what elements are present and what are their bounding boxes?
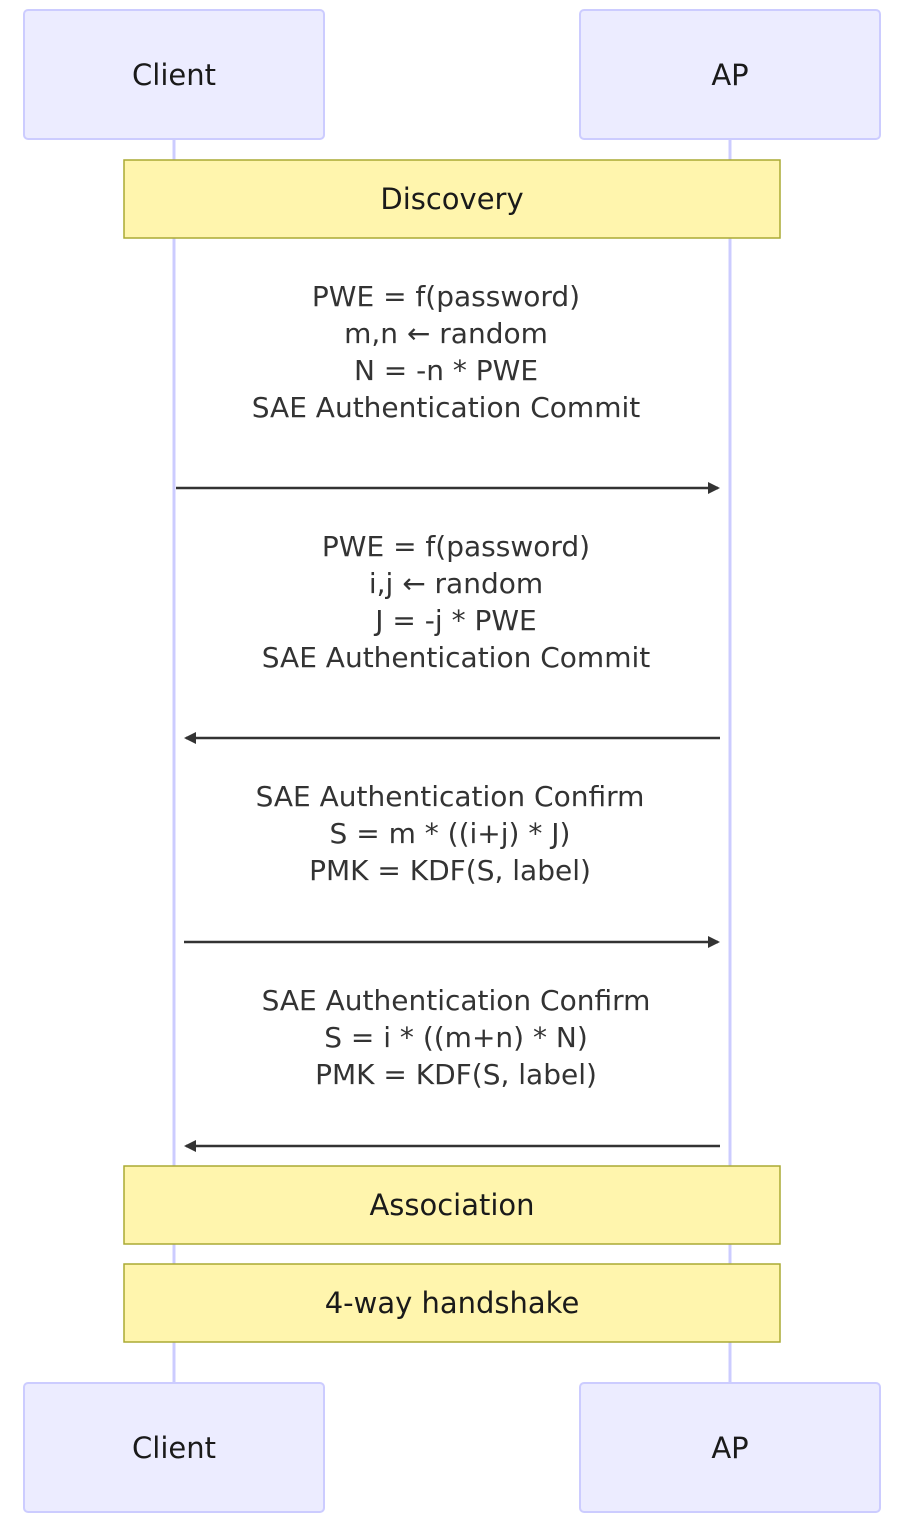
note-association: Association (123, 1165, 781, 1245)
note-association-label: Association (369, 1188, 534, 1222)
message-label-4: SAE Authentication Confirm S = i * ((m+n… (6, 982, 900, 1093)
message-2-line-3: J = -j * PWE (375, 604, 537, 637)
note-handshake: 4-way handshake (123, 1263, 781, 1343)
message-1-line-1: PWE = f(password) (311, 280, 581, 313)
participant-client-label: Client (132, 58, 216, 92)
participant-ap-label: AP (711, 1431, 748, 1465)
message-1-line-4: SAE Authentication Commit (251, 391, 641, 424)
note-discovery: Discovery (123, 159, 781, 239)
participant-ap-bottom: AP (579, 1382, 881, 1513)
note-handshake-label: 4-way handshake (325, 1286, 580, 1320)
message-label-2: PWE = f(password) i,j ← random J = -j * … (6, 528, 900, 676)
message-4-line-2: S = i * ((m+n) * N) (324, 1021, 588, 1054)
participant-ap-label: AP (711, 58, 748, 92)
message-1-line-3: N = -n * PWE (353, 354, 539, 387)
message-3-line-1: SAE Authentication Confirm (255, 780, 645, 813)
message-4-line-3: PMK = KDF(S, label) (315, 1058, 597, 1091)
participant-ap-top: AP (579, 9, 881, 140)
participant-client-label: Client (132, 1431, 216, 1465)
message-label-3: SAE Authentication Confirm S = m * ((i+j… (0, 778, 900, 889)
message-label-1: PWE = f(password) m,n ← random N = -n * … (0, 278, 896, 426)
message-4-line-1: SAE Authentication Confirm (261, 984, 651, 1017)
participant-client-bottom: Client (23, 1382, 325, 1513)
note-discovery-label: Discovery (380, 182, 523, 216)
message-2-line-2: i,j ← random (368, 567, 544, 600)
message-1-line-2: m,n ← random (344, 317, 548, 350)
message-3-line-2: S = m * ((i+j) * J) (329, 817, 571, 850)
message-3-line-3: PMK = KDF(S, label) (309, 854, 591, 887)
participant-client-top: Client (23, 9, 325, 140)
message-2-line-1: PWE = f(password) (321, 530, 591, 563)
message-2-line-4: SAE Authentication Commit (261, 641, 651, 674)
